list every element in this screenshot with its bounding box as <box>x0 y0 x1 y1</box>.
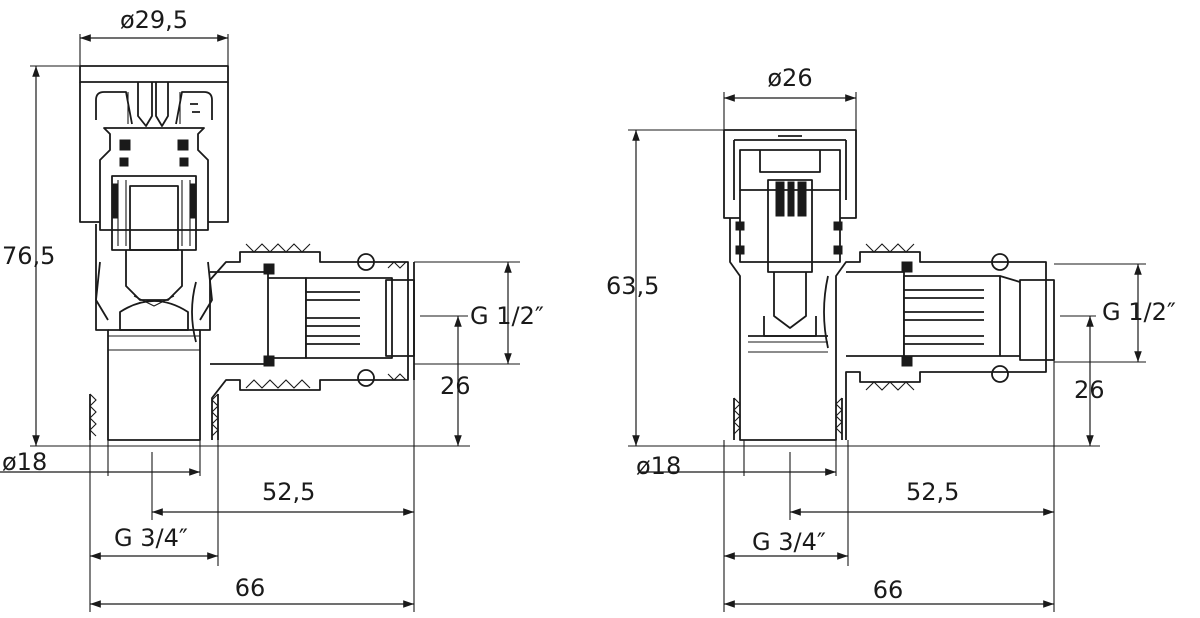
left-valve: ø29,5 76,5 G 1/2″ 26 ø18 52,5 G 3/4″ 66 <box>0 6 544 612</box>
left-side-offset-label: 26 <box>440 372 471 400</box>
right-valve-cap <box>723 129 857 219</box>
right-extension-lines <box>628 92 1146 612</box>
left-side-thread-label: G 1/2″ <box>470 302 544 330</box>
left-bottom-thread-label: G 3/4″ <box>114 524 188 552</box>
right-valve-stem <box>735 179 843 337</box>
left-valve-cap <box>79 65 229 223</box>
right-valve-body <box>729 218 1055 441</box>
right-side-thread-label: G 1/2″ <box>1102 298 1176 326</box>
right-valve: ø26 63,5 G 1/2″ 26 ø18 52,5 G 3/4″ 66 <box>606 64 1176 612</box>
left-extension-lines <box>30 34 520 612</box>
left-total-width-label: 66 <box>235 574 266 602</box>
right-horizontal-offset-label: 52,5 <box>906 478 959 506</box>
right-height-label: 63,5 <box>606 272 659 300</box>
left-valve-body <box>89 224 415 441</box>
right-bottom-diameter-label: ø18 <box>636 452 681 480</box>
right-dimension-lines <box>632 94 1142 608</box>
left-bottom-diameter-label: ø18 <box>2 448 47 476</box>
left-valve-stem <box>99 127 209 307</box>
left-height-label: 76,5 <box>2 242 55 270</box>
right-total-width-label: 66 <box>873 576 904 604</box>
left-dimension-lines <box>0 34 512 608</box>
right-bottom-thread-label: G 3/4″ <box>752 528 826 556</box>
right-side-offset-label: 26 <box>1074 376 1105 404</box>
right-top-diameter-label: ø26 <box>767 64 812 92</box>
left-top-diameter-label: ø29,5 <box>120 6 188 34</box>
left-horizontal-offset-label: 52,5 <box>262 478 315 506</box>
